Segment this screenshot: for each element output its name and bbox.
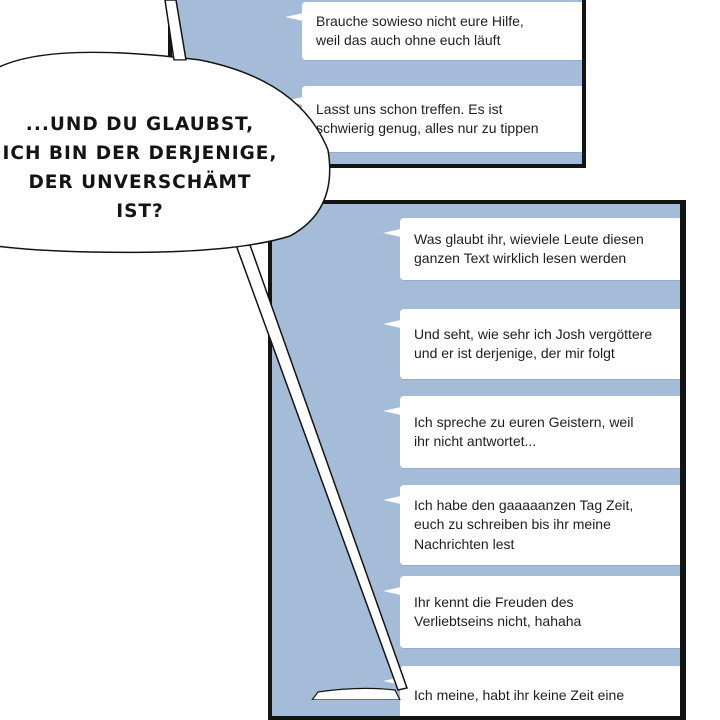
chat-message: Was glaubt ihr, wieviele Leute diesen ga… [383, 218, 680, 280]
speech-bubble-body [0, 51, 331, 254]
chat-message-text: Ich meine, habt ihr keine Zeit eine [414, 687, 625, 703]
chat-message-text: Ich spreche zu euren Geistern, weil ihr … [414, 413, 634, 450]
chat-message-text: Brauche sowieso nicht eure Hilfe, weil d… [316, 12, 524, 49]
chat-message: Ihr kennt die Freuden des Verliebtseins … [383, 576, 680, 648]
speech-bubble-text: ...UND DU GLAUBST, ICH BIN DER DERJENIGE… [2, 114, 278, 222]
chat-message-text: Ihr kennt die Freuden des Verliebtseins … [414, 593, 582, 630]
speech-bubble-tail-left [164, 0, 187, 61]
speech-bubble-tail [234, 244, 408, 691]
chat-message: Ich habe den gaaaaanzen Tag Zeit, euch z… [383, 485, 680, 565]
chat-message: Ich spreche zu euren Geistern, weil ihr … [383, 396, 680, 468]
speech-bubble [0, 0, 408, 700]
chat-message-text: Was glaubt ihr, wieviele Leute diesen ga… [414, 230, 644, 267]
chat-message: Brauche sowieso nicht eure Hilfe, weil d… [285, 2, 582, 60]
chat-message: Und seht, wie sehr ich Josh vergöttere u… [383, 309, 680, 379]
speech-bubble-tail-bottom [311, 687, 401, 700]
chat-message-text: Lasst uns schon treffen. Es ist schwieri… [316, 100, 539, 137]
chat-message-text: Ich habe den gaaaaanzen Tag Zeit, euch z… [414, 496, 634, 552]
chat-panel-main: Was glaubt ihr, wieviele Leute diesen ga… [268, 200, 686, 720]
chat-message-text: Und seht, wie sehr ich Josh vergöttere u… [414, 325, 653, 362]
